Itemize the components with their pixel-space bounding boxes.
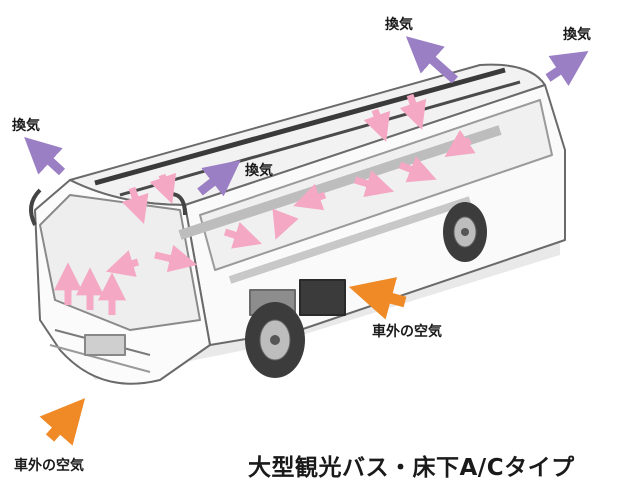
diagram-title: 大型観光バス・床下A/Cタイプ	[248, 455, 575, 481]
exhaust-arrow-mid	[197, 159, 241, 197]
airflow-arrow	[399, 93, 427, 130]
exhaust-arrow-top-center	[405, 36, 458, 84]
airflow-arrow	[149, 172, 177, 204]
airflow-arrow	[272, 208, 299, 240]
bus-wheels	[245, 202, 487, 378]
airflow-arrow	[363, 108, 391, 142]
intake-arrow-bottom	[39, 398, 86, 446]
exhaust-arrows	[24, 36, 589, 197]
exhaust-arrow-top-right	[545, 51, 589, 86]
rear-wheel	[443, 202, 487, 262]
intake-arrows	[39, 277, 407, 446]
outside-air-label-right: 車外の空気	[372, 324, 442, 340]
airflow-arrow	[293, 183, 327, 211]
airflow-arrow	[444, 129, 476, 157]
exhaust-label-mid: 換気	[245, 163, 273, 179]
exhaust-label-left: 換気	[12, 118, 40, 134]
airflow-arrows	[54, 93, 476, 315]
airflow-arrow	[121, 186, 149, 224]
exhaust-label-top-center: 換気	[385, 17, 413, 33]
airflow-arrow	[154, 244, 198, 273]
intake-arrow-right	[348, 277, 407, 320]
front-wheel	[245, 302, 305, 378]
ac-unit	[299, 279, 346, 316]
airflow-arrow	[398, 156, 437, 183]
airflow-arrow	[223, 221, 263, 249]
outside-air-label-bottom: 車外の空気	[14, 458, 84, 474]
airflow-arrow	[354, 170, 395, 198]
exhaust-arrow-left	[24, 137, 66, 176]
airflow-arrow	[105, 250, 140, 277]
exhaust-label-top-right: 換気	[563, 27, 591, 43]
